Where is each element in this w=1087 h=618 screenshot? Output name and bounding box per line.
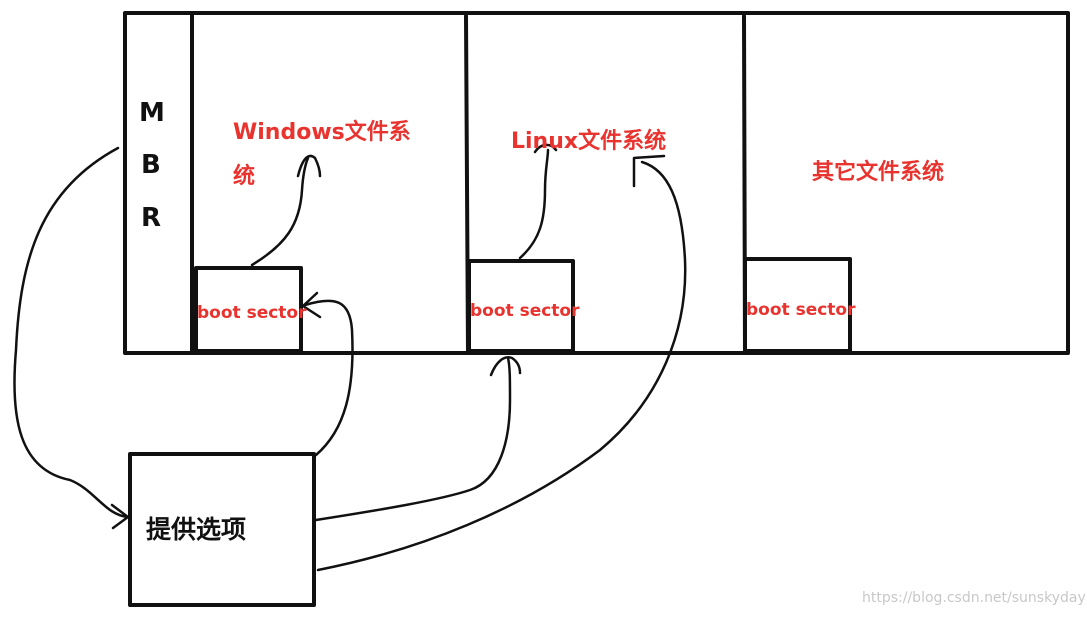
mbr-letter-r: R [141, 203, 162, 233]
arrowhead-windows-fs [296, 154, 322, 178]
mbr-letter-b: B [141, 150, 161, 180]
boot-sector-linux-box [467, 259, 575, 353]
disk-outline [123, 11, 1070, 355]
arrowhead-windows-boot [301, 291, 322, 319]
arrow-options-to-linux-boot [314, 356, 512, 522]
other-fs-title: 其它文件系统 [812, 160, 945, 185]
arrow-mbr-to-options [13, 146, 130, 519]
options-box [128, 452, 316, 607]
arrow-options-to-windows-boot [303, 299, 354, 457]
other-boot-sector-label: boot sector [746, 300, 856, 320]
linux-fs-title: Linux文件系统 [511, 129, 667, 154]
windows-boot-sector-label: boot sector [197, 303, 307, 323]
windows-fs-title-cont: 统 [233, 164, 256, 189]
linux-boot-sector-label: boot sector [470, 301, 580, 321]
boot-sector-other-box [743, 257, 852, 353]
watermark: https://blog.csdn.net/sunskyday [862, 590, 1086, 606]
arrow-options-to-linux-fs [316, 160, 687, 572]
arrow-windows-boot-to-fs [250, 156, 310, 267]
arrowhead-linux-boot [489, 356, 522, 377]
arrowhead-mbr-to-options [110, 503, 130, 530]
mbr-letter-m: M [139, 98, 165, 128]
arrow-linux-boot-to-fs [518, 148, 550, 260]
windows-fs-title: Windows文件系 [233, 120, 411, 145]
arrowhead-linux-fs-long [632, 154, 666, 188]
boot-sector-windows-box [194, 266, 303, 353]
arrowhead-linux-fs [533, 143, 558, 154]
options-label: 提供选项 [146, 515, 247, 544]
